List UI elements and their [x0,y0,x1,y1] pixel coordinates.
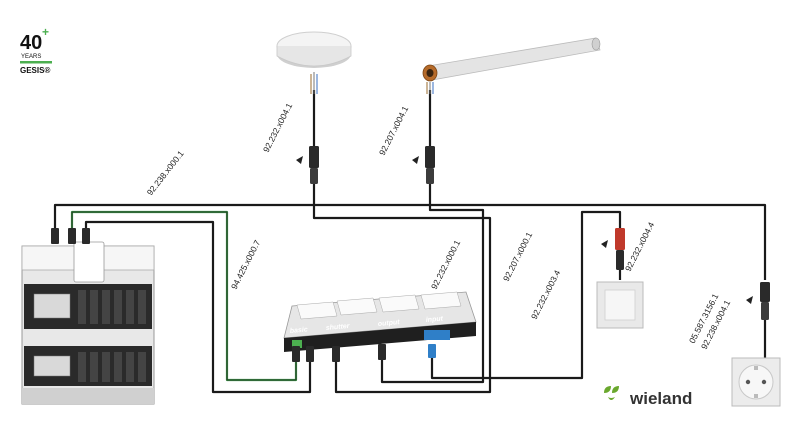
module-label-output: output [378,319,401,328]
logo-number: 40 [20,32,42,54]
cable-label-92-232-x000-1: 92.232.x000.1 [429,238,462,291]
controller-module [283,291,477,352]
wiring [53,90,767,394]
socket-inline-connector [746,282,770,358]
module-label-shutter: shutter [326,323,352,332]
ceiling-light [276,31,352,94]
light-inline-connector [296,146,319,184]
controller-wire [84,220,312,394]
shutter-drop-wire [380,90,485,384]
arrow-icon [601,240,608,248]
arrow-icon [746,296,753,304]
green-wire-core [71,211,297,381]
wieland-logo: wieland [604,386,692,408]
module-labels: basic shutter output input [290,315,444,335]
cable-label-92-238-x000-1: 92.238.x000.1 [145,148,186,197]
cable-label-94-425-x000-7: 94.425.x000.7 [229,238,262,291]
cable-label-92-232-x004-4: 92.232.x004.4 [623,220,656,273]
arrow-icon [412,156,419,164]
module-label-input: input [426,315,444,324]
arrow-icon [296,156,303,164]
switch-wire [430,210,622,380]
light-drop-wire [312,90,492,394]
module-label-basic: basic [290,326,309,335]
cable-label-92-232-x003-4: 92.232.x003.4 [529,268,562,321]
light-switch [596,281,644,329]
wieland-wordmark: wieland [629,389,692,408]
wall-socket [731,357,781,407]
wieland-leaf-icon [604,386,619,400]
logo-brand: GESIS® [20,66,50,75]
cable-label-92-207-x000-1: 92.207.x000.1 [501,230,534,283]
logo-years: YEARS [21,54,41,60]
module-connectors [292,344,436,362]
gesis-logo: 40 + YEARS GESIS® [20,25,52,75]
logo-plus: + [42,25,49,39]
motor-inline-connector [412,146,435,184]
main-bus-wire [53,203,767,280]
logo-green-bar [20,61,52,64]
cable-label-92-207-x004-1: 92.207.x004.1 [377,104,410,157]
distribution-board [21,241,155,405]
switch-inline-connector [601,228,625,270]
cable-label-92-232-x004-1: 92.232.x004.1 [261,101,294,154]
shutter-motor [422,37,601,94]
board-connectors [51,228,90,244]
